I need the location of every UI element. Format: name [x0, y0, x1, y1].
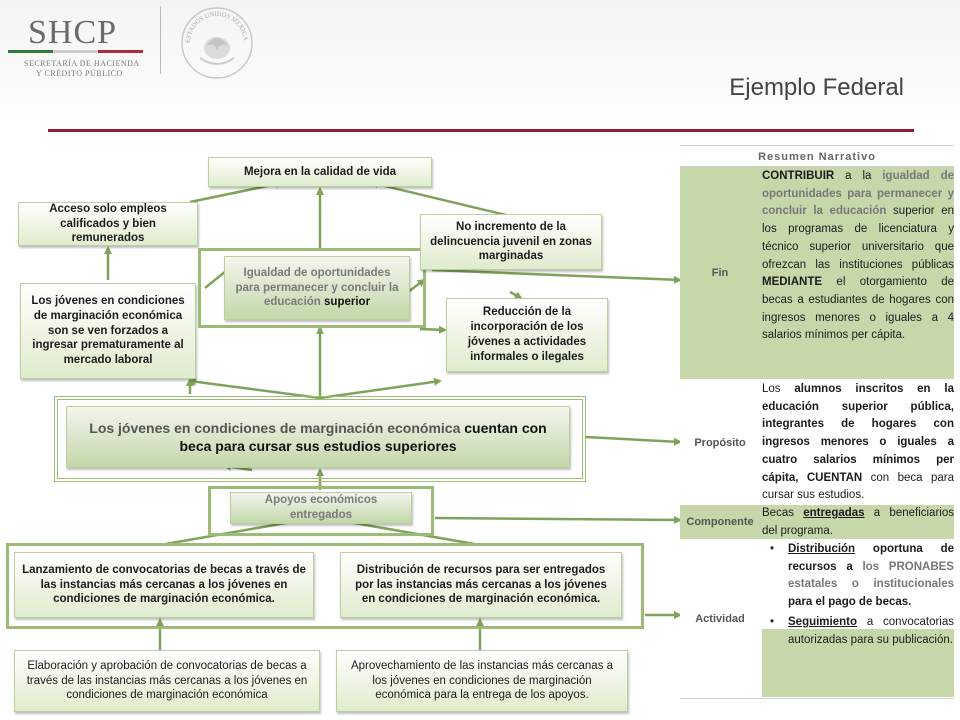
componente-box: Apoyos económicos entregados	[230, 492, 412, 524]
proposito-text: Los jóvenes en condiciones de marginació…	[89, 419, 461, 436]
componente-label: Componente	[686, 516, 754, 528]
insumo-1-box: Elaboración y aprobación de convocatoria…	[14, 650, 320, 712]
national-seal-icon: ESTADOS UNIDOS MEXICANOS	[180, 6, 253, 79]
effect-right-bottom-box: Reducción de la incorporación de los jóv…	[446, 298, 608, 372]
page-title: Ejemplo Federal	[729, 74, 904, 101]
slide-header: SHCP SECRETARÍA DE HACIENDA Y CRÉDITO PÚ…	[0, 0, 960, 135]
insumo-2-box: Aprovechamiento de las instancias más ce…	[336, 650, 628, 712]
fin-center-emphasis: superior	[324, 296, 371, 309]
objectives-tree: Mejora en la calidad de vida Acceso solo…	[0, 140, 680, 720]
logo-subtitle-line-1: SECRETARÍA DE HACIENDA	[24, 59, 140, 68]
effect-left-bottom-box: Los jóvenes en condiciones de marginació…	[20, 283, 196, 379]
effect-left-top-box: Acceso solo empleos calificados y bien r…	[18, 202, 198, 246]
table-bottom-rule	[680, 698, 954, 699]
shcp-logo: SHCP	[28, 14, 118, 51]
proposito-box: Los jóvenes en condiciones de marginació…	[66, 406, 570, 468]
actividad-list: Distribución oportuna de recursos a los …	[762, 541, 954, 649]
actividad-item-distribucion: Distribución oportuna de recursos a los …	[762, 541, 954, 612]
fin-label: Fin	[711, 267, 729, 279]
fin-goal-box: Mejora en la calidad de vida	[208, 157, 432, 187]
logo-subtitle-line-2: Y CRÉDITO PÚBLICO	[36, 69, 123, 78]
table-header: Resumen Narrativo	[680, 145, 954, 167]
fin-row-band	[680, 167, 954, 379]
proposito-emphasis: cuentan con beca para cursar sus estudio…	[179, 419, 547, 454]
logo-stripes-icon	[8, 50, 143, 53]
fin-center-text: Igualdad de oportunidades para permanece…	[235, 266, 399, 309]
actividad-item-seguimiento: Seguimiento a convocatorias autorizadas …	[762, 614, 954, 649]
componente-frame	[208, 486, 434, 536]
logo-divider	[160, 6, 161, 74]
proposito-label: Propósito	[694, 437, 746, 449]
title-underline	[48, 129, 914, 132]
actividad-frame	[6, 543, 644, 629]
proposito-frame	[54, 396, 586, 482]
proposito-description: Los alumnos inscritos en la educación su…	[762, 383, 954, 502]
componente-description: Becas entregadas a beneficiarios del pro…	[762, 507, 954, 537]
effect-right-top-box: No incremento de la delincuencia juvenil…	[420, 214, 602, 270]
fin-center-box: Igualdad de oportunidades para permanece…	[224, 256, 410, 320]
actividad-2-box: Distribución de recursos para ser entreg…	[340, 552, 622, 618]
fin-description: CONTRIBUIR a la igualdad de oportunidade…	[762, 170, 955, 342]
fin-center-frame	[198, 248, 426, 328]
actividad-label: Actividad	[695, 613, 745, 625]
componente-row-band	[680, 505, 954, 539]
actividad-1-box: Lanzamiento de convocatorias de becas a …	[14, 552, 314, 618]
